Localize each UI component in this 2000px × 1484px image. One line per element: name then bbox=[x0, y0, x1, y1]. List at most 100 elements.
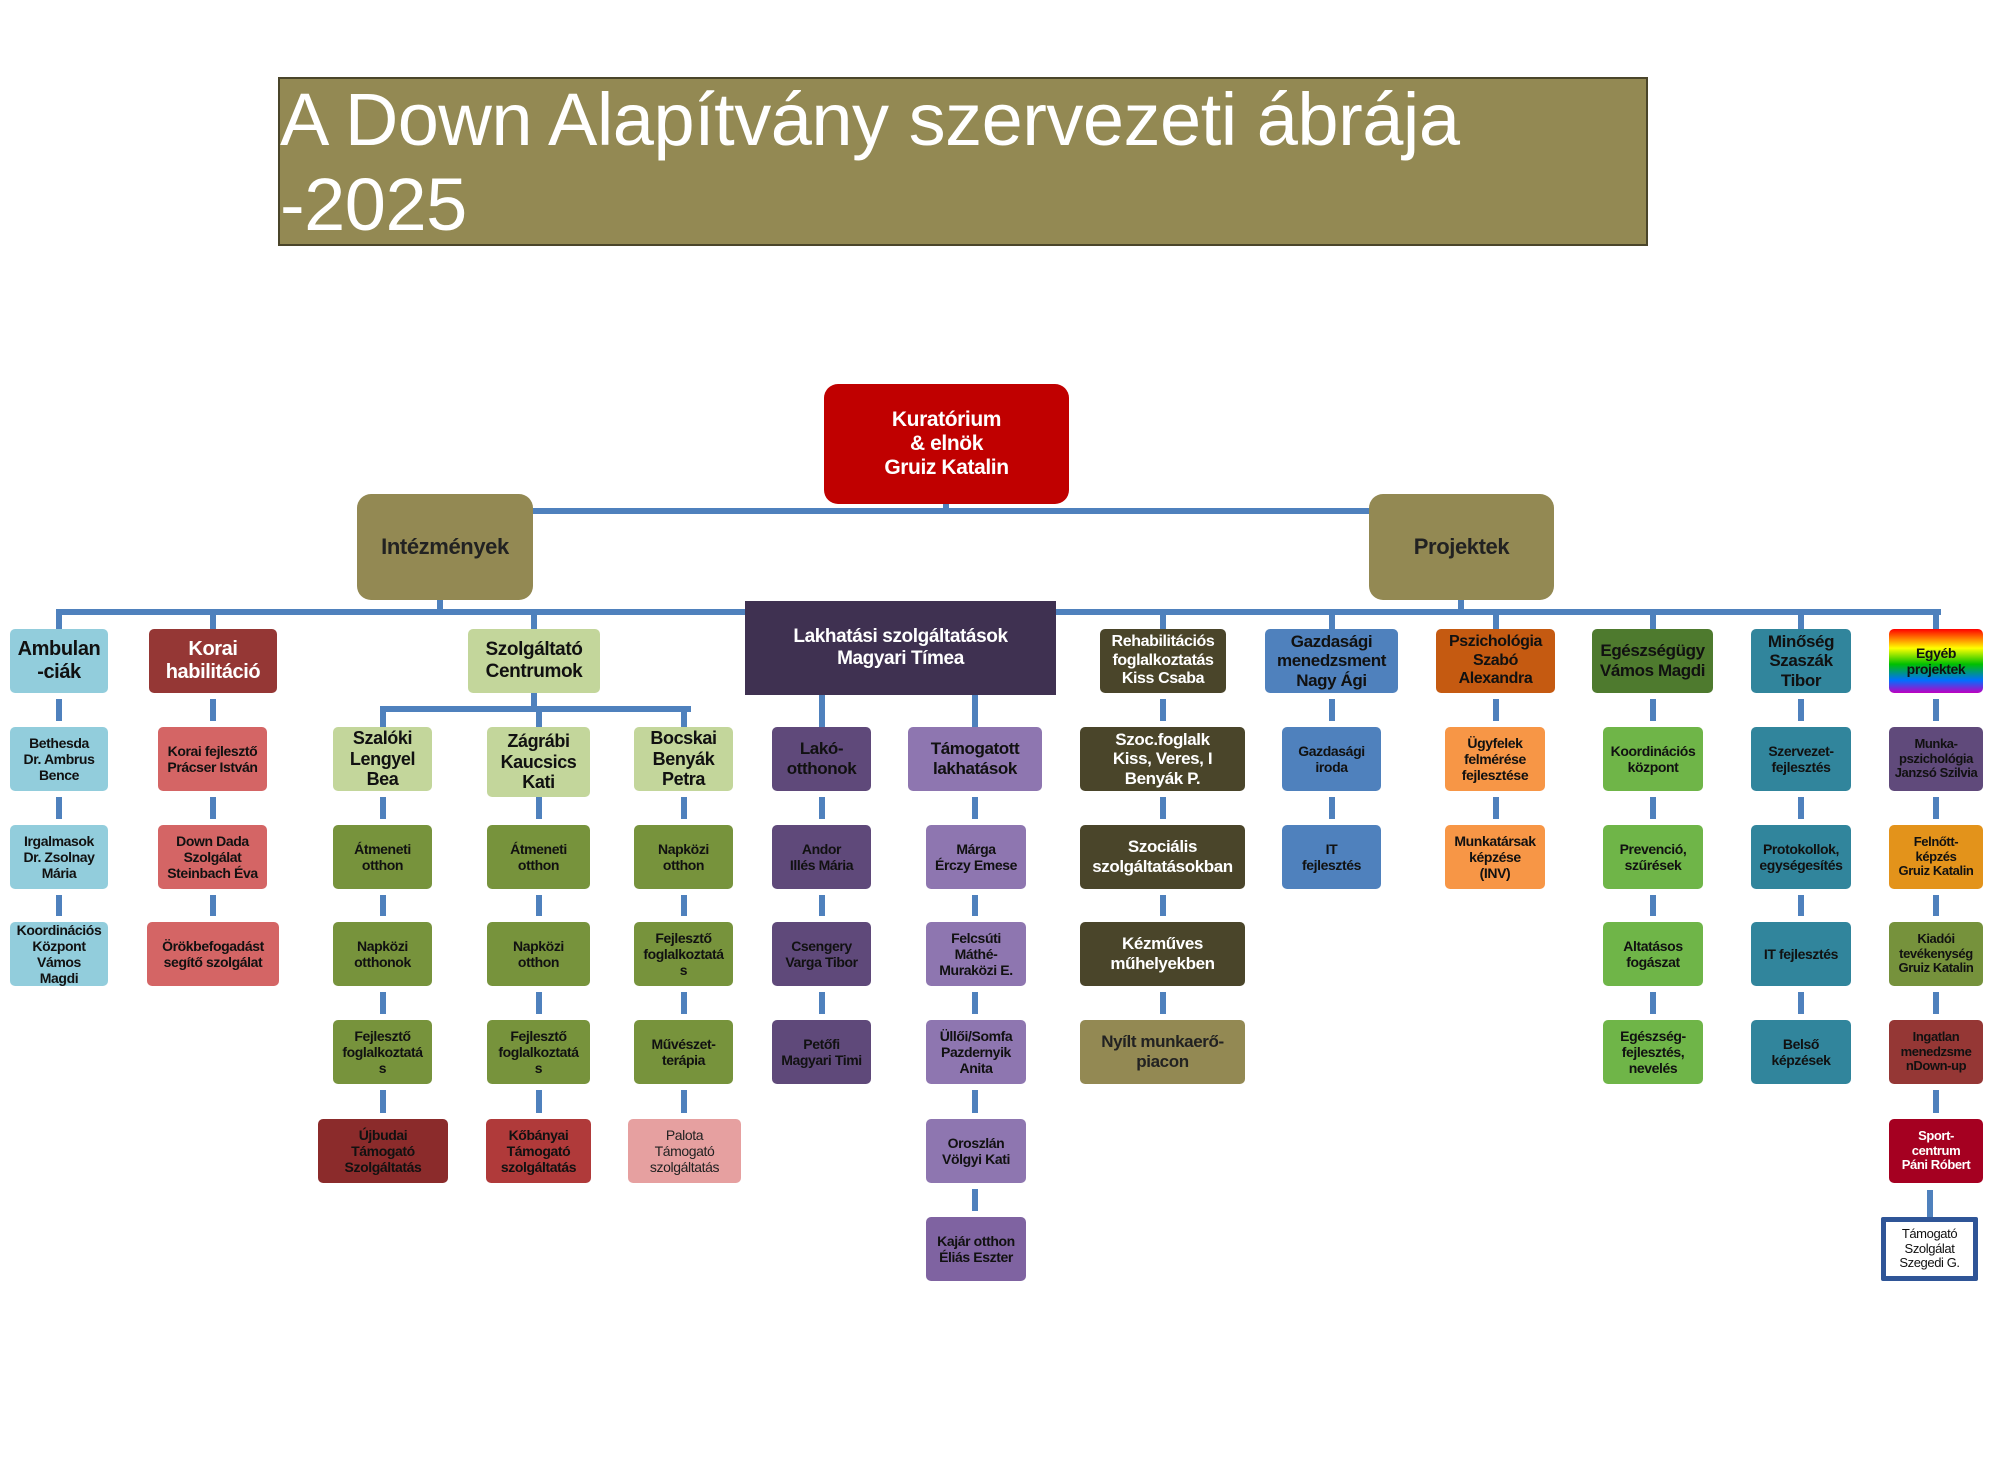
vertical-connector bbox=[972, 1090, 978, 1113]
housing-item[interactable]: Petőfi Magyari Timi bbox=[772, 1020, 871, 1084]
housing-item[interactable]: Oroszlán Völgyi Kati bbox=[926, 1119, 1026, 1183]
unit-item[interactable]: Felnőtt- képzés Gruiz Katalin bbox=[1889, 825, 1983, 889]
unit-item[interactable]: Prevenció, szűrések bbox=[1603, 825, 1703, 889]
vertical-connector bbox=[818, 992, 825, 1014]
vertical-connector bbox=[1160, 895, 1166, 916]
vertical-connector bbox=[210, 797, 216, 819]
unit-item[interactable]: Kézműves műhelyekben bbox=[1080, 922, 1245, 986]
vertical-connector bbox=[1160, 992, 1166, 1014]
center-item[interactable]: Napközi otthonok bbox=[333, 922, 432, 986]
branch-projektek[interactable]: Projektek bbox=[1369, 494, 1554, 600]
center-item[interactable]: Fejlesztő foglalkoztatá s bbox=[634, 922, 733, 986]
vertical-connector bbox=[680, 797, 687, 819]
vertical-connector bbox=[1798, 992, 1804, 1014]
unit-header[interactable]: Lakhatási szolgáltatások Magyari Tímea bbox=[745, 601, 1056, 695]
vertical-connector bbox=[535, 992, 542, 1014]
unit-item[interactable]: Sport- centrum Páni Róbert bbox=[1889, 1119, 1983, 1183]
root-box-kuratorium[interactable]: Kuratórium & elnök Gruiz Katalin bbox=[824, 384, 1069, 504]
unit-item[interactable]: Munka- pszichológia Janzsó Szilvia bbox=[1889, 727, 1983, 791]
unit-item[interactable]: Örökbefogadást segítő szolgálat bbox=[147, 922, 279, 986]
center-header[interactable]: Bocskai Benyák Petra bbox=[634, 727, 733, 791]
center-item[interactable]: Átmeneti otthon bbox=[487, 825, 590, 889]
center-item[interactable]: Fejlesztő foglalkoztatá s bbox=[333, 1020, 432, 1084]
unit-item[interactable]: Ingatlan menedzsme nDown-up bbox=[1889, 1020, 1983, 1084]
vertical-connector bbox=[1328, 612, 1335, 630]
vertical-connector bbox=[1798, 612, 1804, 630]
vertical-connector bbox=[818, 695, 825, 727]
unit-item[interactable]: Egészség- fejlesztés, nevelés bbox=[1603, 1020, 1703, 1084]
vertical-connector bbox=[680, 1090, 687, 1113]
unit-item[interactable]: Nyílt munkaerő- piacon bbox=[1080, 1020, 1245, 1084]
vertical-connector bbox=[1649, 992, 1656, 1014]
center-item[interactable]: Fejlesztő foglalkoztatá s bbox=[487, 1020, 590, 1084]
vertical-connector bbox=[1933, 895, 1939, 916]
vertical-connector bbox=[1649, 895, 1656, 916]
vertical-connector bbox=[1160, 699, 1166, 721]
vertical-connector bbox=[972, 695, 978, 727]
vertical-connector bbox=[379, 1090, 386, 1113]
housing-item[interactable]: Felcsúti Máthé- Muraközi E. bbox=[926, 922, 1026, 986]
vertical-connector bbox=[1649, 797, 1656, 819]
branch-intezmenyek[interactable]: Intézmények bbox=[357, 494, 533, 600]
center-item[interactable]: Átmeneti otthon bbox=[333, 825, 432, 889]
center-item[interactable]: Kőbányai Támogató szolgáltatás bbox=[486, 1119, 591, 1183]
unit-item[interactable]: Belső képzések bbox=[1751, 1020, 1851, 1084]
unit-header[interactable]: Ambulan -ciák bbox=[10, 629, 108, 693]
unit-item[interactable]: Szociális szolgáltatásokban bbox=[1080, 825, 1245, 889]
housing-item[interactable]: Kajár otthon Éliás Eszter bbox=[926, 1217, 1026, 1281]
center-item[interactable]: Újbudai Támogató Szolgáltatás bbox=[318, 1119, 448, 1183]
center-header[interactable]: Zágrábi Kaucsics Kati bbox=[487, 727, 590, 797]
unit-header[interactable]: Korai habilitáció bbox=[149, 629, 277, 693]
vertical-connector bbox=[1492, 797, 1499, 819]
housing-item[interactable]: Üllői/Somfa Pazdernyik Anita bbox=[926, 1020, 1026, 1084]
unit-header[interactable]: Szolgáltató Centrumok bbox=[468, 629, 600, 693]
unit-item[interactable]: Ügyfelek felmérése fejlesztése bbox=[1445, 727, 1545, 791]
unit-header[interactable]: Pszichológia Szabó Alexandra bbox=[1436, 629, 1555, 693]
vertical-connector bbox=[535, 797, 542, 819]
unit-header[interactable]: Rehabilitációs foglalkoztatás Kiss Csaba bbox=[1100, 629, 1226, 693]
vertical-connector bbox=[680, 895, 687, 916]
housing-item[interactable]: Andor Illés Mária bbox=[772, 825, 871, 889]
center-header[interactable]: Szalóki Lengyel Bea bbox=[333, 727, 432, 791]
vertical-connector bbox=[1160, 797, 1166, 819]
unit-item[interactable]: Bethesda Dr. Ambrus Bence bbox=[10, 727, 108, 791]
unit-item[interactable]: IT fejlesztés bbox=[1282, 825, 1381, 889]
vertical-connector bbox=[1933, 797, 1939, 819]
housing-header[interactable]: Lakó- otthonok bbox=[772, 727, 871, 791]
housing-header[interactable]: Támogatott lakhatások bbox=[908, 727, 1042, 791]
vertical-connector bbox=[680, 709, 687, 727]
root-horizontal-line bbox=[533, 508, 1369, 514]
unit-header[interactable]: Gazdasági menedzsment Nagy Ági bbox=[1265, 629, 1398, 693]
unit-item[interactable]: IT fejlesztés bbox=[1751, 922, 1851, 986]
unit-item[interactable]: Koordinációs központ bbox=[1603, 727, 1703, 791]
vertical-connector bbox=[1328, 797, 1335, 819]
vertical-connector bbox=[818, 895, 825, 916]
unit-item[interactable]: Protokollok, egységesítés bbox=[1751, 825, 1851, 889]
center-item[interactable]: Művészet- terápia bbox=[634, 1020, 733, 1084]
unit-item[interactable]: Támogató Szolgálat Szegedi G. bbox=[1881, 1217, 1978, 1281]
vertical-connector bbox=[379, 709, 386, 727]
unit-item[interactable]: Irgalmasok Dr. Zsolnay Mária bbox=[10, 825, 108, 889]
unit-header[interactable]: Egyéb projektek bbox=[1889, 629, 1983, 693]
vertical-connector bbox=[56, 612, 62, 630]
vertical-connector bbox=[818, 797, 825, 819]
housing-item[interactable]: Márga Érczy Emese bbox=[926, 825, 1026, 889]
unit-item[interactable]: Down Dada Szolgálat Steinbach Éva bbox=[158, 825, 267, 889]
unit-item[interactable]: Munkatársak képzése (INV) bbox=[1445, 825, 1545, 889]
unit-item[interactable]: Szoc.foglalk Kiss, Veres, I Benyák P. bbox=[1080, 727, 1245, 791]
center-item[interactable]: Napközi otthon bbox=[487, 922, 590, 986]
vertical-connector bbox=[1649, 612, 1656, 630]
unit-item[interactable]: Gazdasági iroda bbox=[1282, 727, 1381, 791]
vertical-connector bbox=[56, 797, 62, 819]
unit-item[interactable]: Kiadói tevékenység Gruiz Katalin bbox=[1889, 922, 1983, 986]
center-item[interactable]: Napközi otthon bbox=[634, 825, 733, 889]
unit-item[interactable]: Altatásos fogászat bbox=[1603, 922, 1703, 986]
unit-item[interactable]: Korai fejlesztő Prácser István bbox=[158, 727, 267, 791]
unit-header[interactable]: Egészségügy Vámos Magdi bbox=[1592, 629, 1713, 693]
unit-item[interactable]: Koordinációs Központ Vámos Magdi bbox=[10, 922, 108, 986]
unit-header[interactable]: Minőség Szaszák Tibor bbox=[1751, 629, 1851, 693]
unit-item[interactable]: Szervezet- fejlesztés bbox=[1751, 727, 1851, 791]
housing-item[interactable]: Csengery Varga Tibor bbox=[772, 922, 871, 986]
vertical-connector bbox=[972, 992, 978, 1014]
center-item[interactable]: Palota Támogató szolgáltatás bbox=[628, 1119, 741, 1183]
